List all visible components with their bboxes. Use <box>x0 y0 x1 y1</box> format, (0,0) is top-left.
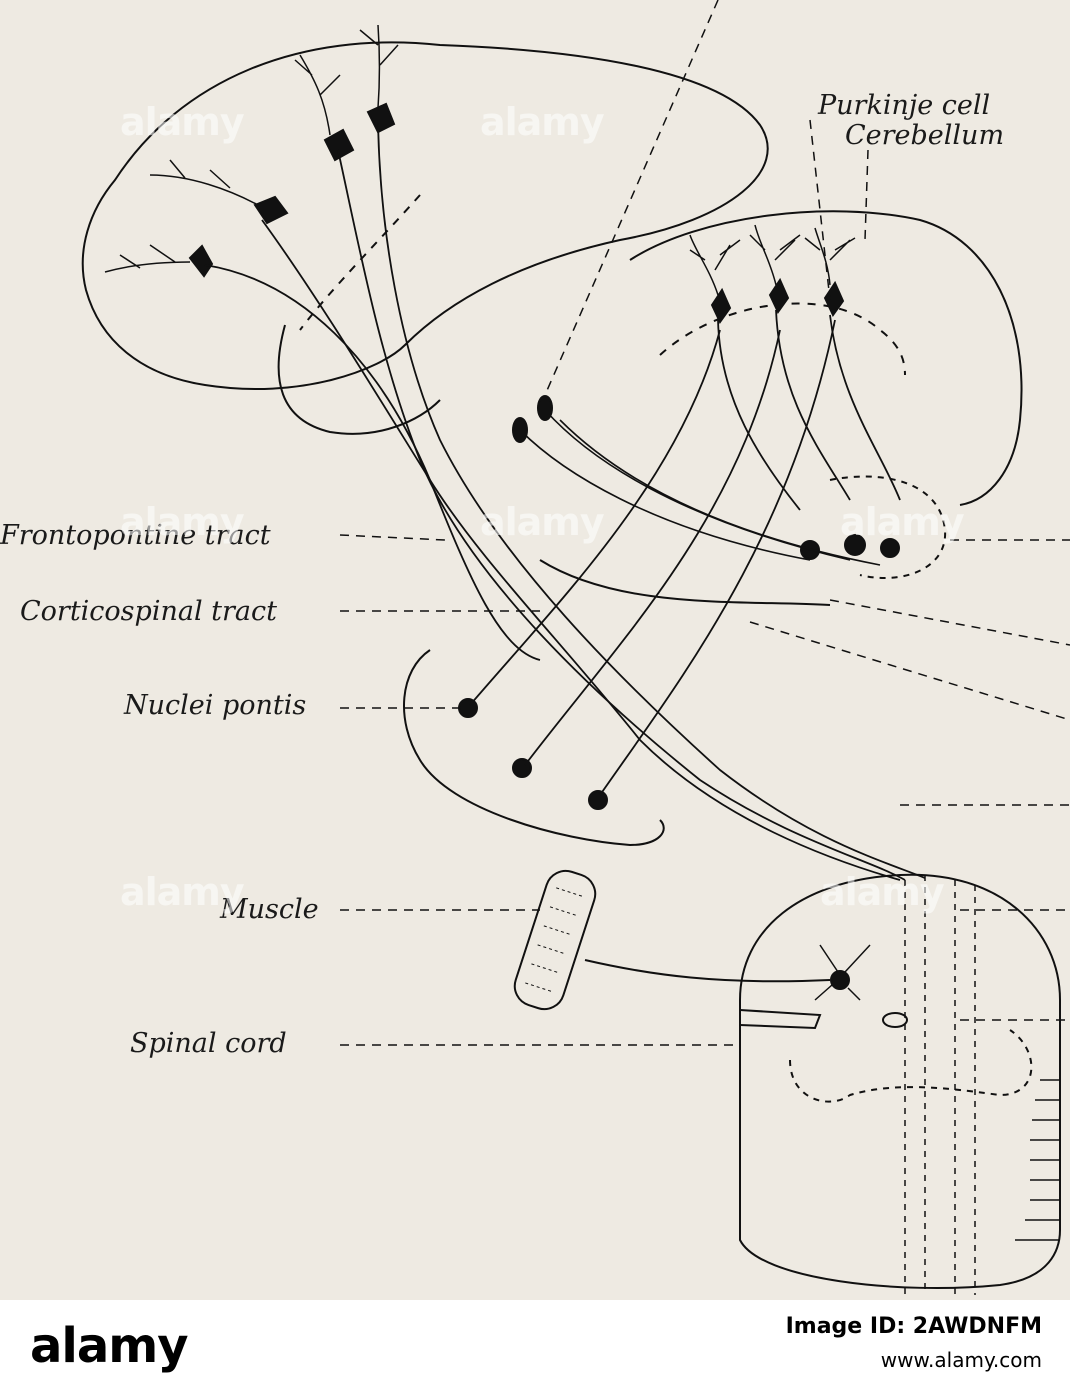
neural-pathways-drawing <box>81 0 1070 1295</box>
alamy-logo[interactable]: alamy <box>30 1318 189 1374</box>
label-corticospinal-tract: Corticospinal tract <box>20 596 277 627</box>
central-canal <box>882 1012 908 1028</box>
cerebellar-peduncle-fibers <box>519 409 881 566</box>
purkinje-axons <box>717 309 901 511</box>
watermark: alamy <box>120 870 245 914</box>
label-muscle: Muscle <box>220 894 319 925</box>
pontine-axons <box>469 319 836 796</box>
watermark: alamy <box>120 100 245 144</box>
label-frontopontine-tract: Frontopontine tract <box>0 520 271 551</box>
muscle-fiber <box>513 869 597 1011</box>
cerebellum-outline <box>629 210 1023 506</box>
watermark: alamy <box>820 870 945 914</box>
label-spinal-cord: Spinal cord <box>130 1028 287 1059</box>
cerebrum-dashed-boundary <box>299 194 421 331</box>
watermark: alamy <box>480 100 605 144</box>
cerebrum-lower-fold <box>277 324 441 435</box>
footer-bar: alamy Image ID: 2AWDNFM www.alamy.com <box>0 1300 1070 1390</box>
purkinje-cells <box>710 277 845 324</box>
watermark: alamy <box>840 500 965 544</box>
peduncle-outline <box>539 559 831 606</box>
brainstem-cells <box>512 395 553 443</box>
anterior-fissure <box>739 1009 822 1030</box>
cerebrum-outline <box>81 41 769 390</box>
label-purkinje-cell: Purkinje cell <box>818 90 991 121</box>
diagram-figure: Purkinje cell Cerebellum Frontopontine t… <box>0 0 1070 1295</box>
purkinje-dendrites <box>689 224 856 296</box>
label-cerebellum: Cerebellum <box>845 120 1005 151</box>
spinal-cord-top <box>739 873 1061 1001</box>
motor-axon <box>584 959 831 983</box>
site-url[interactable]: www.alamy.com <box>880 1348 1042 1372</box>
spinal-motor-neuron <box>830 970 850 990</box>
leader-lines <box>339 0 1070 1046</box>
image-id: Image ID: 2AWDNFM <box>785 1314 1042 1339</box>
spinal-cord-grey-dashed <box>789 1029 1033 1103</box>
pontine-neurons <box>458 698 608 810</box>
cerebellum-dashed-arc <box>659 302 906 376</box>
spinal-cord-side <box>739 1000 1061 1289</box>
cortical-neurons <box>188 102 396 278</box>
label-nuclei-pontis: Nuclei pontis <box>124 690 307 721</box>
watermark: alamy <box>480 500 605 544</box>
spinal-cord-hatching <box>1015 1079 1060 1241</box>
pons-outline <box>403 649 665 847</box>
cortical-dendrites <box>104 24 399 273</box>
cortical-axons <box>204 121 926 881</box>
motor-neuron-dendrites <box>814 944 871 1001</box>
cord-dashed-columns <box>904 875 976 1295</box>
watermark: alamy <box>120 500 245 544</box>
